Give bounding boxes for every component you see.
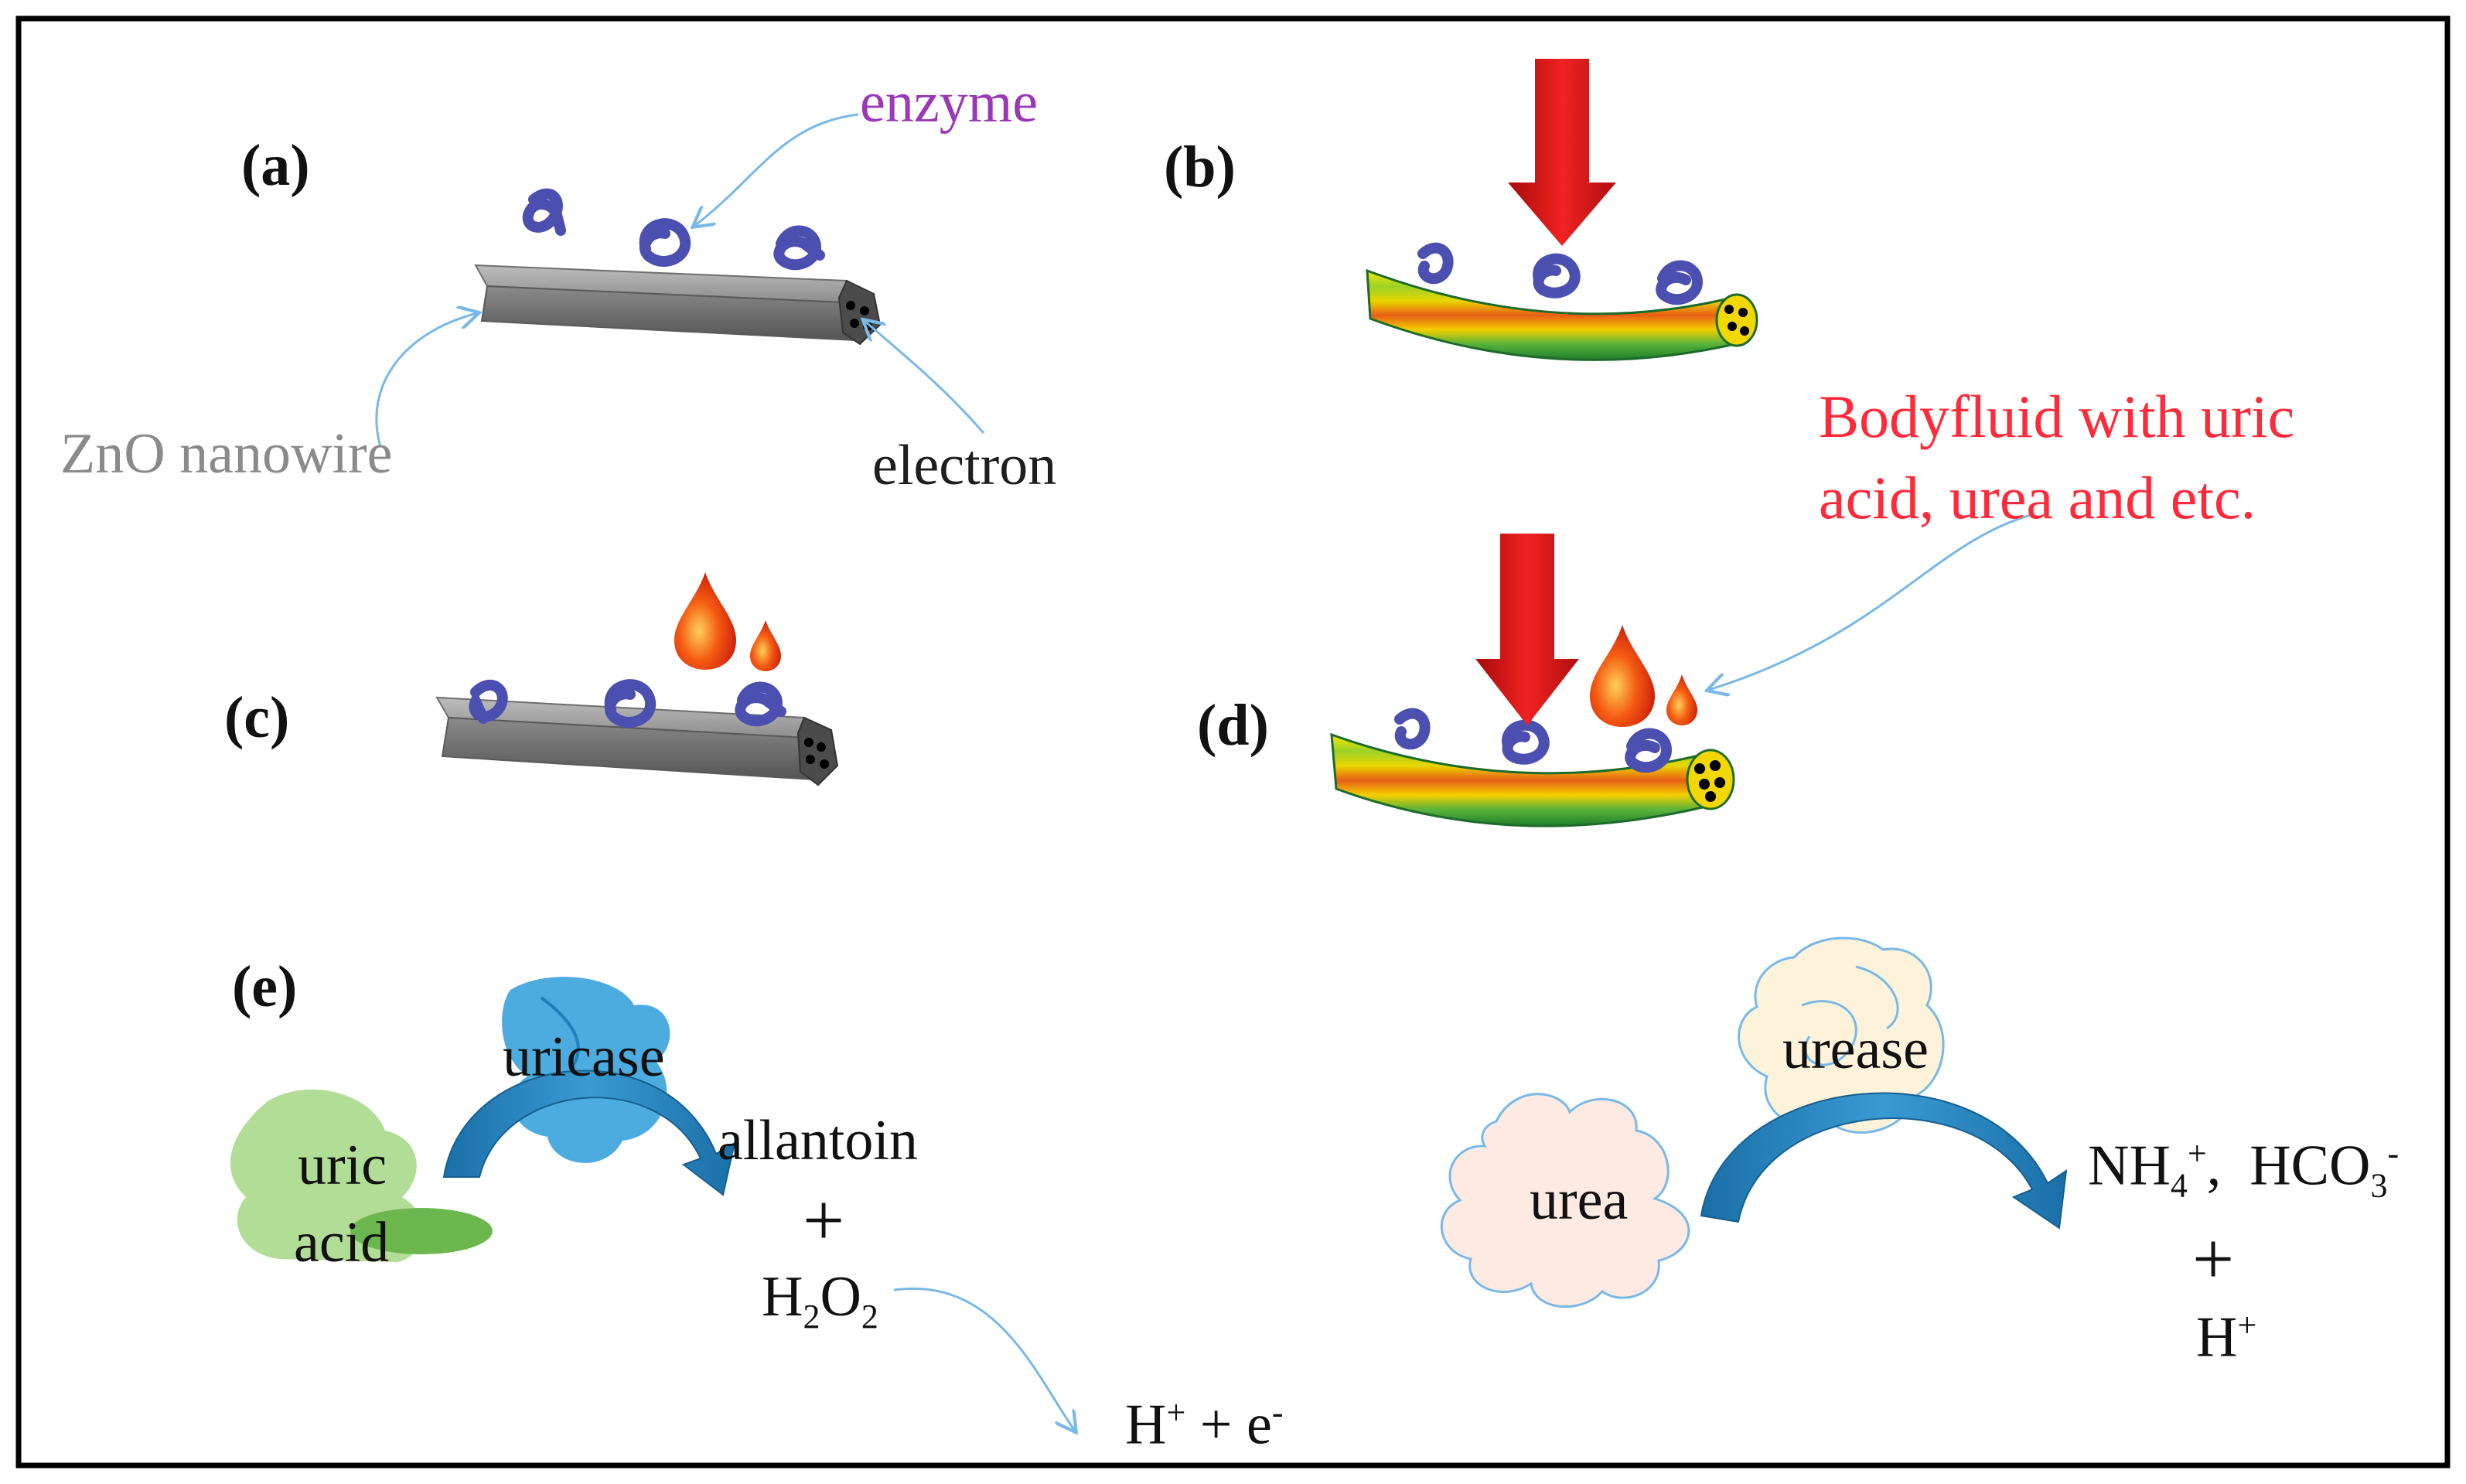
uricase-label: uricase	[503, 1025, 665, 1089]
panel-label-c: (c)	[224, 685, 290, 750]
figure-frame	[15, 15, 2451, 1469]
bodyfluid-label-line1: Bodyfluid with uric	[1819, 383, 2295, 450]
urease-shape	[1738, 936, 1945, 1134]
bodyfluid-label-line2: acid, urea and etc.	[1819, 464, 2256, 531]
red-arrow-icon	[1508, 59, 1616, 246]
proton-electron-label: H+ + e-	[1125, 1393, 1284, 1457]
curved-arrow-icon	[442, 1070, 736, 1196]
panel-label-b: (b)	[1164, 135, 1236, 200]
electron-label: electron	[872, 434, 1057, 497]
h2o2-label: H2O2	[762, 1265, 878, 1336]
urea-shape	[1440, 1093, 1690, 1308]
allantoin-label: allantoin	[718, 1109, 918, 1172]
panel-label-d: (d)	[1197, 693, 1269, 758]
uric-acid-shape	[230, 1089, 493, 1262]
enzyme-label: enzyme	[860, 71, 1039, 135]
zno-nanowire-label: ZnO nanowire	[60, 422, 393, 486]
urea-label: urea	[1530, 1168, 1629, 1232]
blood-drop-icon	[674, 572, 781, 671]
plus-sign-left: +	[803, 1179, 845, 1261]
panel-label-a: (a)	[241, 133, 310, 198]
enzyme-icon	[469, 679, 786, 728]
banded-nanowire-d	[1330, 732, 1735, 827]
panel-label-e: (e)	[232, 954, 298, 1019]
ammonium-bicarbonate-label: NH4+, HCO3-	[2088, 1134, 2399, 1205]
blood-drop-icon	[1590, 625, 1697, 727]
enzyme-icon	[1394, 708, 1673, 773]
plus-sign-right: +	[2192, 1217, 2235, 1300]
uric-acid-label-line1: uric	[298, 1134, 387, 1197]
banded-nanowire-b	[1366, 268, 1758, 361]
enzyme-icon	[1417, 242, 1704, 305]
urease-label: urease	[1782, 1018, 1929, 1081]
proton-label-right: H+	[2196, 1305, 2257, 1370]
callout-arrows	[375, 113, 2035, 1431]
zno-nanowire-a	[474, 264, 882, 346]
enzyme-icon	[522, 188, 825, 271]
red-arrow-icon	[1475, 534, 1579, 725]
curved-arrow-icon	[1700, 1092, 2068, 1230]
uric-acid-label-line2: acid	[294, 1211, 390, 1274]
